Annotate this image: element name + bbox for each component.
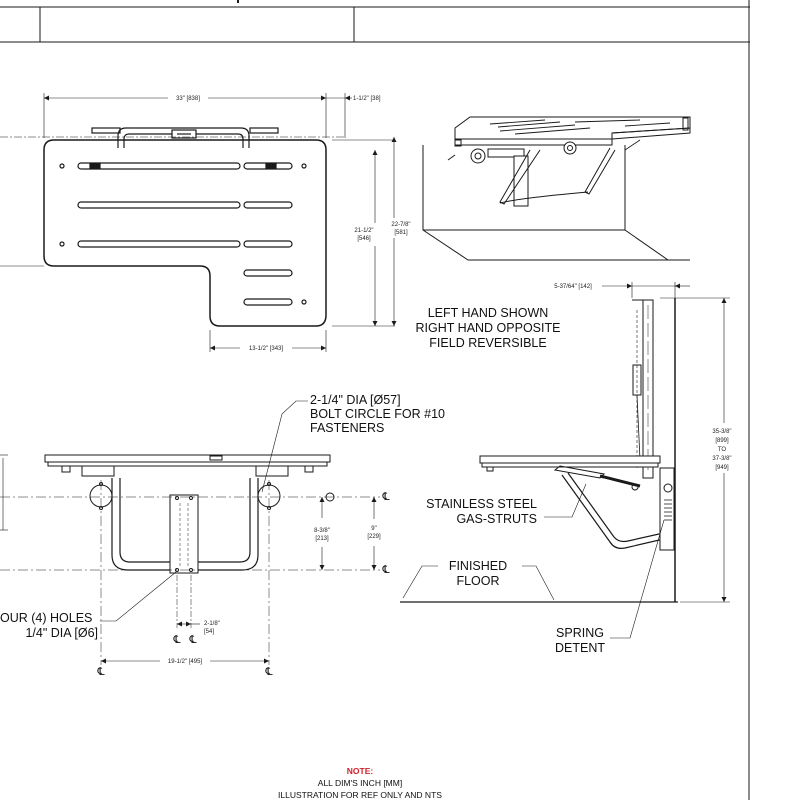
centerline-mark-upper: ℄ [381,490,389,503]
front-elevation-labels: 8-3/8" [213] 9" [229] 2-1/8" [54] 19-1/2… [96,490,389,678]
title-block [0,0,750,800]
centerline-mark-mount-left: ℄ [96,665,104,678]
floor-callout: FINISHED FLOOR [449,559,507,588]
bracket-b-in-label: 9" [371,526,376,532]
handing-line-1: LEFT HAND SHOWN [428,306,549,320]
front-elevation-view [0,454,380,665]
seat-plan-view [0,127,345,327]
note-line-1: ALL DIM'S INCH [MM] [318,778,402,788]
depth-b-in-label: 22-7/8" [391,222,410,228]
bracket-a-in-label: 8-3/8" [314,528,330,534]
bolt-circle-line-3: FASTENERS [310,421,384,435]
rear-mount-rail [91,127,279,148]
holes-line-2: 1/4" DIA [Ø6] [25,626,98,640]
depth-a-in-label: 21-1/2" [354,228,373,234]
height-in-label: 35-3/8" [712,429,731,435]
hole-spacing-mm-label: [54] [204,629,214,635]
edge-offset-label: 1-1/2" [38] [353,96,381,102]
bolt-circle-line-1: 2-1/4" DIA [Ø57] [310,393,401,407]
handing-line-3: FIELD REVERSIBLE [429,336,546,350]
depth-b-mm-label: [581] [394,230,408,236]
holes-line-1: OUR (4) HOLES [0,611,92,625]
height-max-in-label: 37-3/8" [712,456,731,462]
seat-slots [59,162,307,306]
plan-dimensions [43,93,397,352]
height-mm-label: [899] [715,438,729,444]
drawing-note: NOTE: ALL DIM'S INCH [MM] ILLUSTRATION F… [278,766,442,800]
plan-dimension-labels: 33" [838] 1-1/2" [38] 21-1/2" [546] 22-7… [176,96,410,352]
side-elevation-labels: 5-37/64" [142] 35-3/8" [899] TO 37-3/8" … [554,284,731,471]
bolt-circle-line-2: BOLT CIRCLE FOR #10 [310,407,445,421]
note-title: NOTE: [347,766,374,776]
note-line-2: ILLUSTRATION FOR REF ONLY AND NTS [278,790,442,800]
spring-detent-callout: SPRING DETENT [555,519,665,655]
gas-strut-callout: STAINLESS STEEL GAS-STRUTS [426,483,587,526]
bolt-circle-callout: 2-1/4" DIA [Ø57] BOLT CIRCLE FOR #10 FAS… [261,393,445,493]
side-elevation-view [479,282,730,603]
notch-width-label: 13-1/2" [343] [249,346,283,352]
floor-line-1: FINISHED [449,559,507,573]
hole-spacing-in-label: 2-1/8" [204,621,220,627]
centerline-mark-lower: ℄ [381,563,389,576]
overall-width-label: 33" [838] [176,96,200,102]
floor-line-2: FLOOR [456,574,499,588]
seat-outline [43,139,327,327]
height-max-mm-label: [949] [715,465,729,471]
mount-width-label: 19-1/2" [495] [168,659,202,665]
centerline-mark-mount-right: ℄ [264,665,272,678]
projection-label: 5-37/64" [142] [554,284,592,290]
floor-line [400,565,678,603]
depth-a-mm-label: [546] [357,236,371,242]
height-to-label: TO [718,447,727,453]
spring-line-2: DETENT [555,641,605,655]
centerline-mark-hole-right: ℄ [188,633,196,646]
gas-strut-line-1: STAINLESS STEEL [426,497,537,511]
handing-line-2: RIGHT HAND OPPOSITE [416,321,561,335]
iso-slots [489,119,671,135]
isometric-view [422,116,691,261]
bracket-a-mm-label: [213] [315,536,329,542]
centerline-mark-hole-left: ℄ [172,633,180,646]
handing-note: LEFT HAND SHOWN RIGHT HAND OPPOSITE FIEL… [416,306,561,350]
holes-callout: OUR (4) HOLES 1/4" DIA [Ø6] [0,571,177,640]
gas-strut-line-2: GAS-STRUTS [456,512,537,526]
spring-line-1: SPRING [556,626,604,640]
bracket-b-mm-label: [229] [367,534,381,540]
